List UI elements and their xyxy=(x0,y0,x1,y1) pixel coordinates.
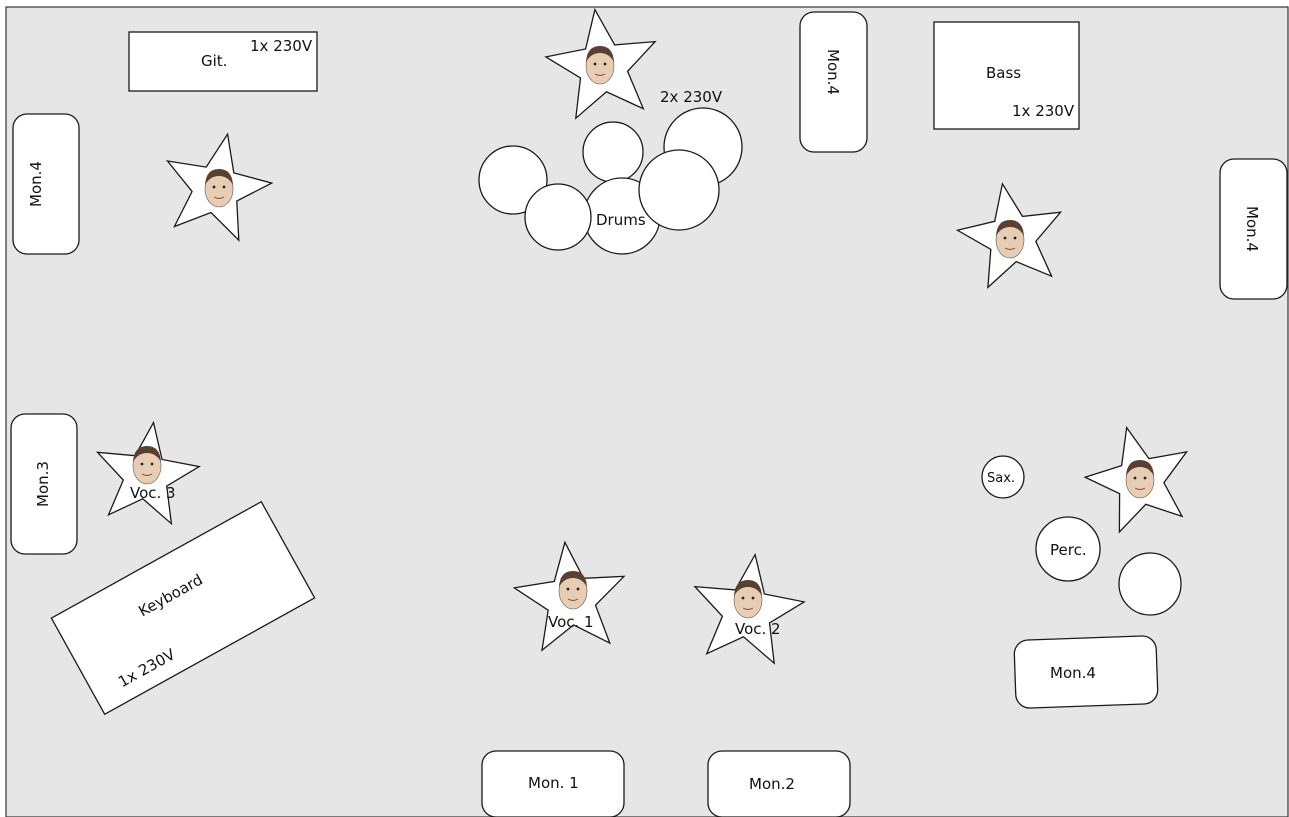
monitor-right: Mon.4 xyxy=(1220,159,1287,299)
drums-label: Drums xyxy=(596,211,646,229)
guitar-amp-power: 1x 230V xyxy=(250,37,313,55)
musician-face-icon xyxy=(559,571,587,609)
musician-face-icon xyxy=(205,169,233,207)
monitor-left-bottom: Mon.3 xyxy=(11,414,77,554)
saxophone: Sax. xyxy=(982,456,1024,498)
monitor-front-1: Mon. 1 xyxy=(482,751,624,817)
musician-face-icon xyxy=(996,220,1024,258)
vocal-1-label: Voc. 1 xyxy=(548,613,594,631)
musician-face-icon xyxy=(586,46,614,84)
musician-face-icon xyxy=(1126,460,1154,498)
monitor-label: Mon.4 xyxy=(824,49,842,95)
monitor-label: Mon.4 xyxy=(1243,206,1261,252)
musician-face-icon xyxy=(734,580,762,618)
guitar-amp: Git. 1x 230V xyxy=(129,32,317,91)
monitor-front-2: Mon.2 xyxy=(708,751,850,817)
monitor-label: Mon.3 xyxy=(34,461,52,507)
monitor-left-top: Mon.4 xyxy=(13,114,79,254)
monitor-top-center: Mon.4 xyxy=(800,12,867,152)
monitor-percussion: Mon.4 xyxy=(1014,636,1158,709)
bass-amp-label: Bass xyxy=(986,64,1021,82)
drums-power: 2x 230V xyxy=(660,88,723,106)
bass-amp-power: 1x 230V xyxy=(1012,102,1075,120)
guitar-amp-label: Git. xyxy=(201,52,227,70)
vocal-2-label: Voc. 2 xyxy=(735,620,781,638)
musician-face-icon xyxy=(133,446,161,484)
monitor-label: Mon.4 xyxy=(27,161,45,207)
percussion-label: Perc. xyxy=(1050,541,1087,559)
monitor-label: Mon.4 xyxy=(1050,664,1096,682)
monitor-label: Mon. 1 xyxy=(528,774,579,792)
bass-amp: Bass 1x 230V xyxy=(934,22,1079,129)
vocal-3-label: Voc. 3 xyxy=(130,484,176,502)
saxophone-label: Sax. xyxy=(987,471,1015,486)
monitor-label: Mon.2 xyxy=(749,775,795,793)
